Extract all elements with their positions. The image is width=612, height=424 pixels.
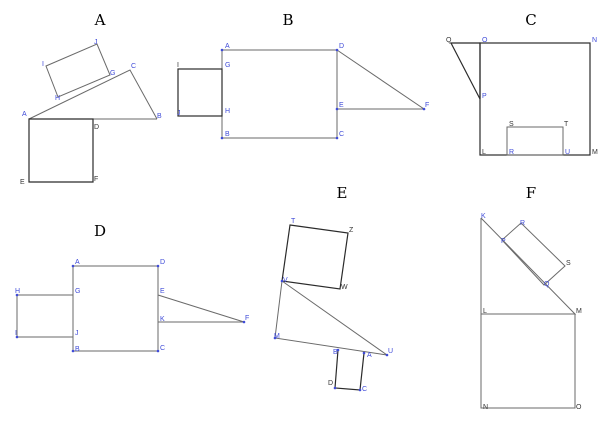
panel-f-tilted-rect [501, 222, 566, 286]
panel-e-label-d: D [328, 380, 333, 387]
panel-b-label-f: F [425, 102, 429, 109]
panel-b-label-a: A [225, 43, 230, 50]
panel-a-small-square [45, 43, 111, 98]
panel-f-label-q: Q [544, 281, 550, 288]
panel-c-label-p: P [482, 93, 487, 100]
panel-a-label-j: J [94, 39, 98, 46]
panel-a-label-a: A [22, 111, 27, 118]
panel-c-large-square [479, 42, 591, 156]
panel-e-small-rect [334, 349, 365, 391]
panel-e-label-w: W [341, 284, 348, 291]
panel-f-label-o: O [576, 404, 582, 411]
panel-c-label-m: M [592, 149, 598, 156]
panel-c-label-l: L [482, 149, 486, 156]
panel-b-label-d: D [339, 43, 344, 50]
panel-b-label-b: B [225, 131, 230, 138]
panel-e-label-u: U [388, 348, 393, 355]
panel-c-label-u: U [565, 149, 570, 156]
panel-c-label-s: S [509, 121, 514, 128]
panel-c-label-r: R [509, 149, 514, 156]
panel-f: F K R P S Q L M N O [480, 184, 582, 411]
panel-d-label-f: F [245, 315, 249, 322]
panel-d-triangle [157, 294, 245, 323]
panel-a-triangle-sides [28, 69, 158, 120]
panel-f-label-s: S [566, 260, 571, 267]
panel-b-triangle [336, 49, 426, 110]
panel-e-label-m: M [274, 333, 280, 340]
panel-b-small-square [177, 68, 223, 117]
panel-a-label-d: D [94, 124, 99, 131]
panel-b-label-j: J [177, 110, 181, 117]
panel-a-label-e: E [20, 179, 25, 186]
panel-d-label-b: B [75, 346, 80, 353]
panel-d-label-e: E [160, 288, 165, 295]
panel-c-title: C [525, 11, 536, 29]
panel-e-label-c: C [362, 386, 367, 393]
panel-c-small-rect [506, 126, 564, 156]
panel-a-label-b: B [157, 113, 162, 120]
panel-c: C Q O N P S T L R U M [446, 11, 598, 156]
panel-d-label-k: K [160, 316, 165, 323]
panel-e-tilted-square [281, 224, 349, 290]
panel-c-label-n: N [592, 37, 597, 44]
panel-e-label-z: Z [349, 227, 354, 234]
panel-f-label-n: N [483, 404, 488, 411]
panel-b-label-c: C [339, 131, 344, 138]
panel-e-label-t: T [291, 218, 296, 225]
panel-b: B A D I G H J E F B C [177, 11, 429, 140]
panel-b-title: B [282, 11, 293, 29]
panel-a-label-g: G [110, 70, 115, 77]
panel-d-large-square [72, 265, 159, 352]
panel-d: D A D H G E K F I J B C [15, 222, 249, 353]
panel-f-label-p: P [501, 238, 506, 245]
panel-a-title: A [94, 11, 106, 29]
panel-f-triangle [480, 217, 577, 315]
panel-e-label-b: B [333, 349, 338, 356]
panel-c-label-q: Q [446, 37, 452, 44]
panel-c-label-o: O [482, 37, 488, 44]
panel-f-label-k: K [481, 213, 486, 220]
panel-d-title: D [94, 222, 106, 240]
panel-f-large-square [480, 313, 576, 409]
panel-b-label-i: I [177, 62, 179, 69]
panel-a-label-h: H [55, 95, 60, 102]
panel-d-label-d: D [160, 259, 165, 266]
panel-e-title: E [337, 184, 348, 202]
panel-c-label-t: T [564, 121, 569, 128]
panel-a-label-i: I [42, 61, 44, 68]
panel-d-label-j: J [75, 330, 79, 337]
panel-e-triangle [274, 280, 388, 356]
panel-f-label-r: R [520, 220, 525, 227]
panel-f-label-m: M [576, 308, 582, 315]
panel-d-small-rect [16, 294, 74, 338]
panel-b-label-g: G [225, 62, 230, 69]
panel-e-label-a: A [367, 352, 372, 359]
panel-d-label-i: I [15, 330, 17, 337]
panel-b-large-rect [221, 49, 338, 139]
panel-a-label-c: C [131, 63, 136, 70]
panel-d-label-c: C [160, 345, 165, 352]
panel-c-triangle [450, 42, 481, 100]
panel-d-label-h: H [15, 288, 20, 295]
panel-e-label-v: V [283, 277, 288, 284]
panel-f-label-l: L [483, 308, 487, 315]
panel-a-large-square [28, 118, 94, 183]
panel-b-label-e: E [339, 102, 344, 109]
panel-a-label-f: F [94, 176, 98, 183]
panel-d-label-g: G [75, 288, 80, 295]
panel-a: A I J H G C A B D E F [20, 11, 162, 186]
panel-e: E T Z V W M B A U D C [273, 184, 393, 393]
panel-f-title: F [526, 184, 536, 202]
panel-b-label-h: H [225, 108, 230, 115]
panel-d-label-a: A [75, 259, 80, 266]
